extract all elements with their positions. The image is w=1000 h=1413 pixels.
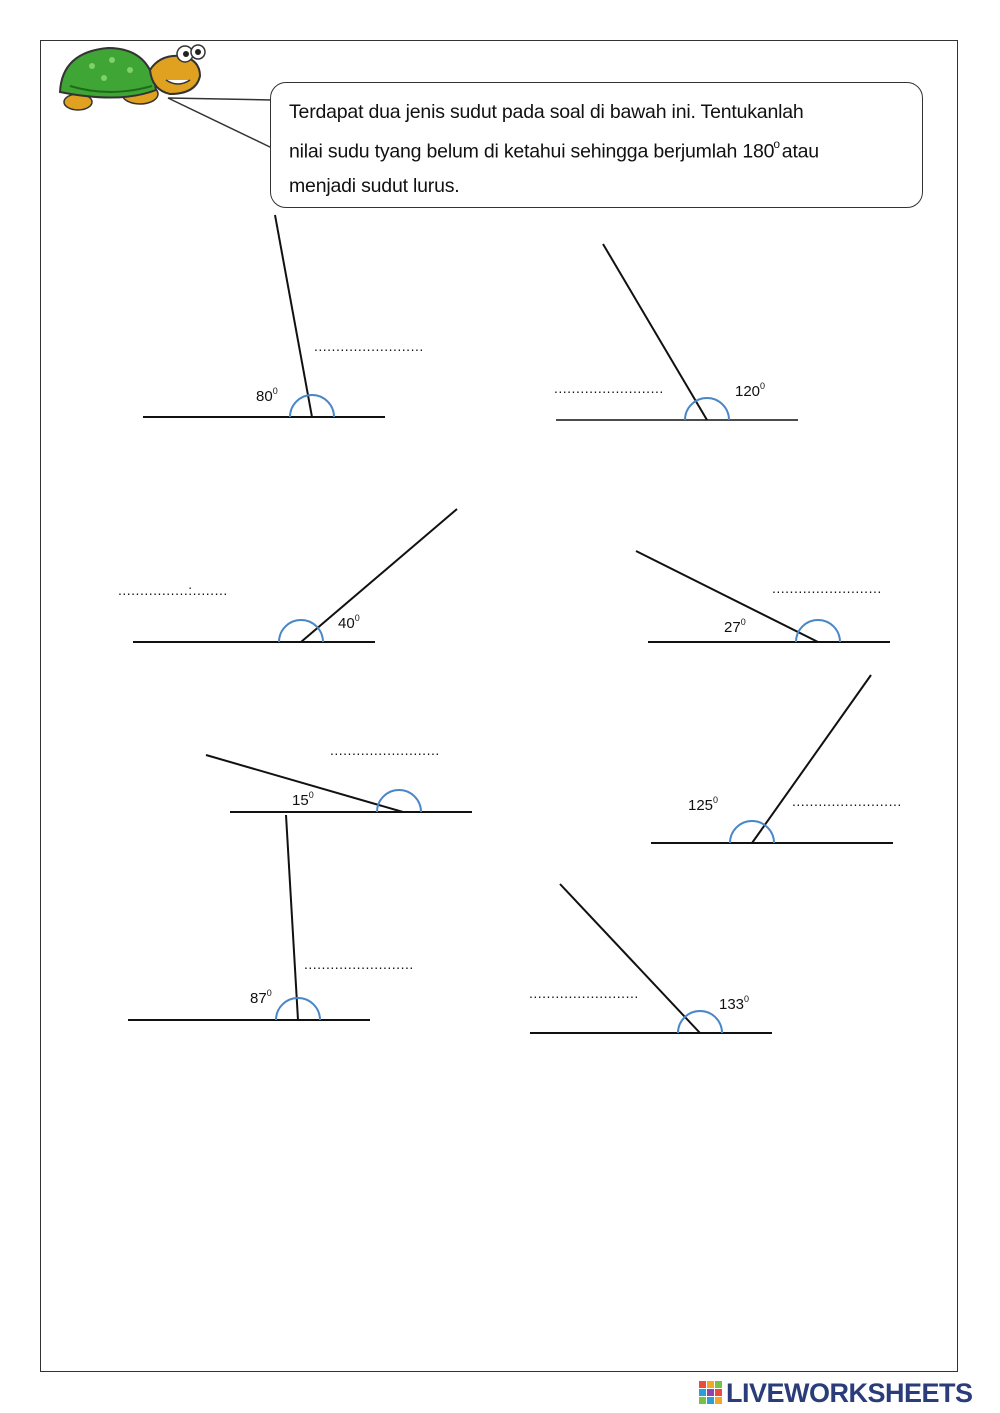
angle-diagram-3 — [133, 508, 458, 643]
angle-value: 27 — [724, 619, 741, 636]
angle-value: 80 — [256, 388, 273, 405]
instruction-line-3: menjadi sudut lurus. — [289, 174, 460, 197]
instruction-line-2-end: atau — [781, 140, 819, 163]
answer-blank-3[interactable]: ................:........ — [118, 582, 228, 598]
angle-label-7: 870 — [250, 988, 272, 1007]
degree-mark: 0 — [744, 994, 750, 1004]
angle-value: 87 — [250, 990, 267, 1007]
speech-bubble-tail — [167, 97, 273, 149]
turtle-mascot-icon — [58, 44, 206, 111]
angle-diagram-5 — [205, 754, 472, 813]
answer-blank-7[interactable]: ......................... — [304, 956, 414, 972]
answer-blank-8[interactable]: ......................... — [529, 985, 639, 1001]
angle-label-2: 1200 — [735, 381, 766, 400]
angle-value: 40 — [338, 615, 355, 632]
angle-label-4: 270 — [724, 617, 746, 636]
degree-mark: 0 — [272, 386, 278, 396]
angle-diagram-1 — [143, 214, 385, 418]
answer-blank-2[interactable]: ......................... — [554, 380, 664, 396]
instruction-line-2-text: nilai sudu tyang belum di ketahui sehing… — [289, 140, 775, 163]
angle-diagram-6 — [651, 674, 893, 844]
instruction-line-2: nilai sudu tyang belum di ketahui sehing… — [289, 129, 904, 169]
degree-mark: 0 — [266, 988, 272, 998]
degree-mark: 0 — [740, 617, 746, 627]
angle-label-6: 1250 — [688, 795, 719, 814]
angle-value: 133 — [719, 996, 745, 1013]
instruction-speech-bubble: Terdapat dua jenis sudut pada soal di ba… — [270, 82, 923, 208]
answer-blank-5[interactable]: ......................... — [330, 742, 440, 758]
liveworksheets-logo-icon — [699, 1381, 722, 1404]
angle-value: 120 — [735, 383, 761, 400]
liveworksheets-brand[interactable]: LIVEWORKSHEETS — [700, 1378, 973, 1408]
angle-label-3: 400 — [338, 613, 360, 632]
angle-label-5: 150 — [292, 790, 314, 809]
angle-diagram-4 — [635, 550, 890, 643]
degree-mark: 0 — [354, 613, 360, 623]
angle-diagram-8 — [530, 883, 772, 1034]
worksheet-border — [40, 40, 958, 1372]
degree-mark: 0 — [760, 381, 766, 391]
answer-blank-6[interactable]: ......................... — [792, 793, 902, 809]
angle-label-1: 800 — [256, 386, 278, 405]
angle-diagram-7 — [128, 814, 370, 1021]
degree-mark: 0 — [713, 795, 719, 805]
answer-blank-4[interactable]: ......................... — [772, 580, 882, 596]
degree-superscript: o — [773, 137, 780, 151]
instruction-line-1: Terdapat dua jenis sudut pada soal di ba… — [289, 101, 804, 123]
angle-diagram-2 — [556, 243, 798, 421]
angle-value: 125 — [688, 797, 714, 814]
answer-blank-1[interactable]: ......................... — [314, 338, 424, 354]
angle-label-8: 1330 — [719, 994, 750, 1013]
degree-mark: 0 — [308, 790, 314, 800]
angle-value: 15 — [292, 792, 309, 809]
brand-name: LIVEWORKSHEETS — [726, 1377, 973, 1408]
